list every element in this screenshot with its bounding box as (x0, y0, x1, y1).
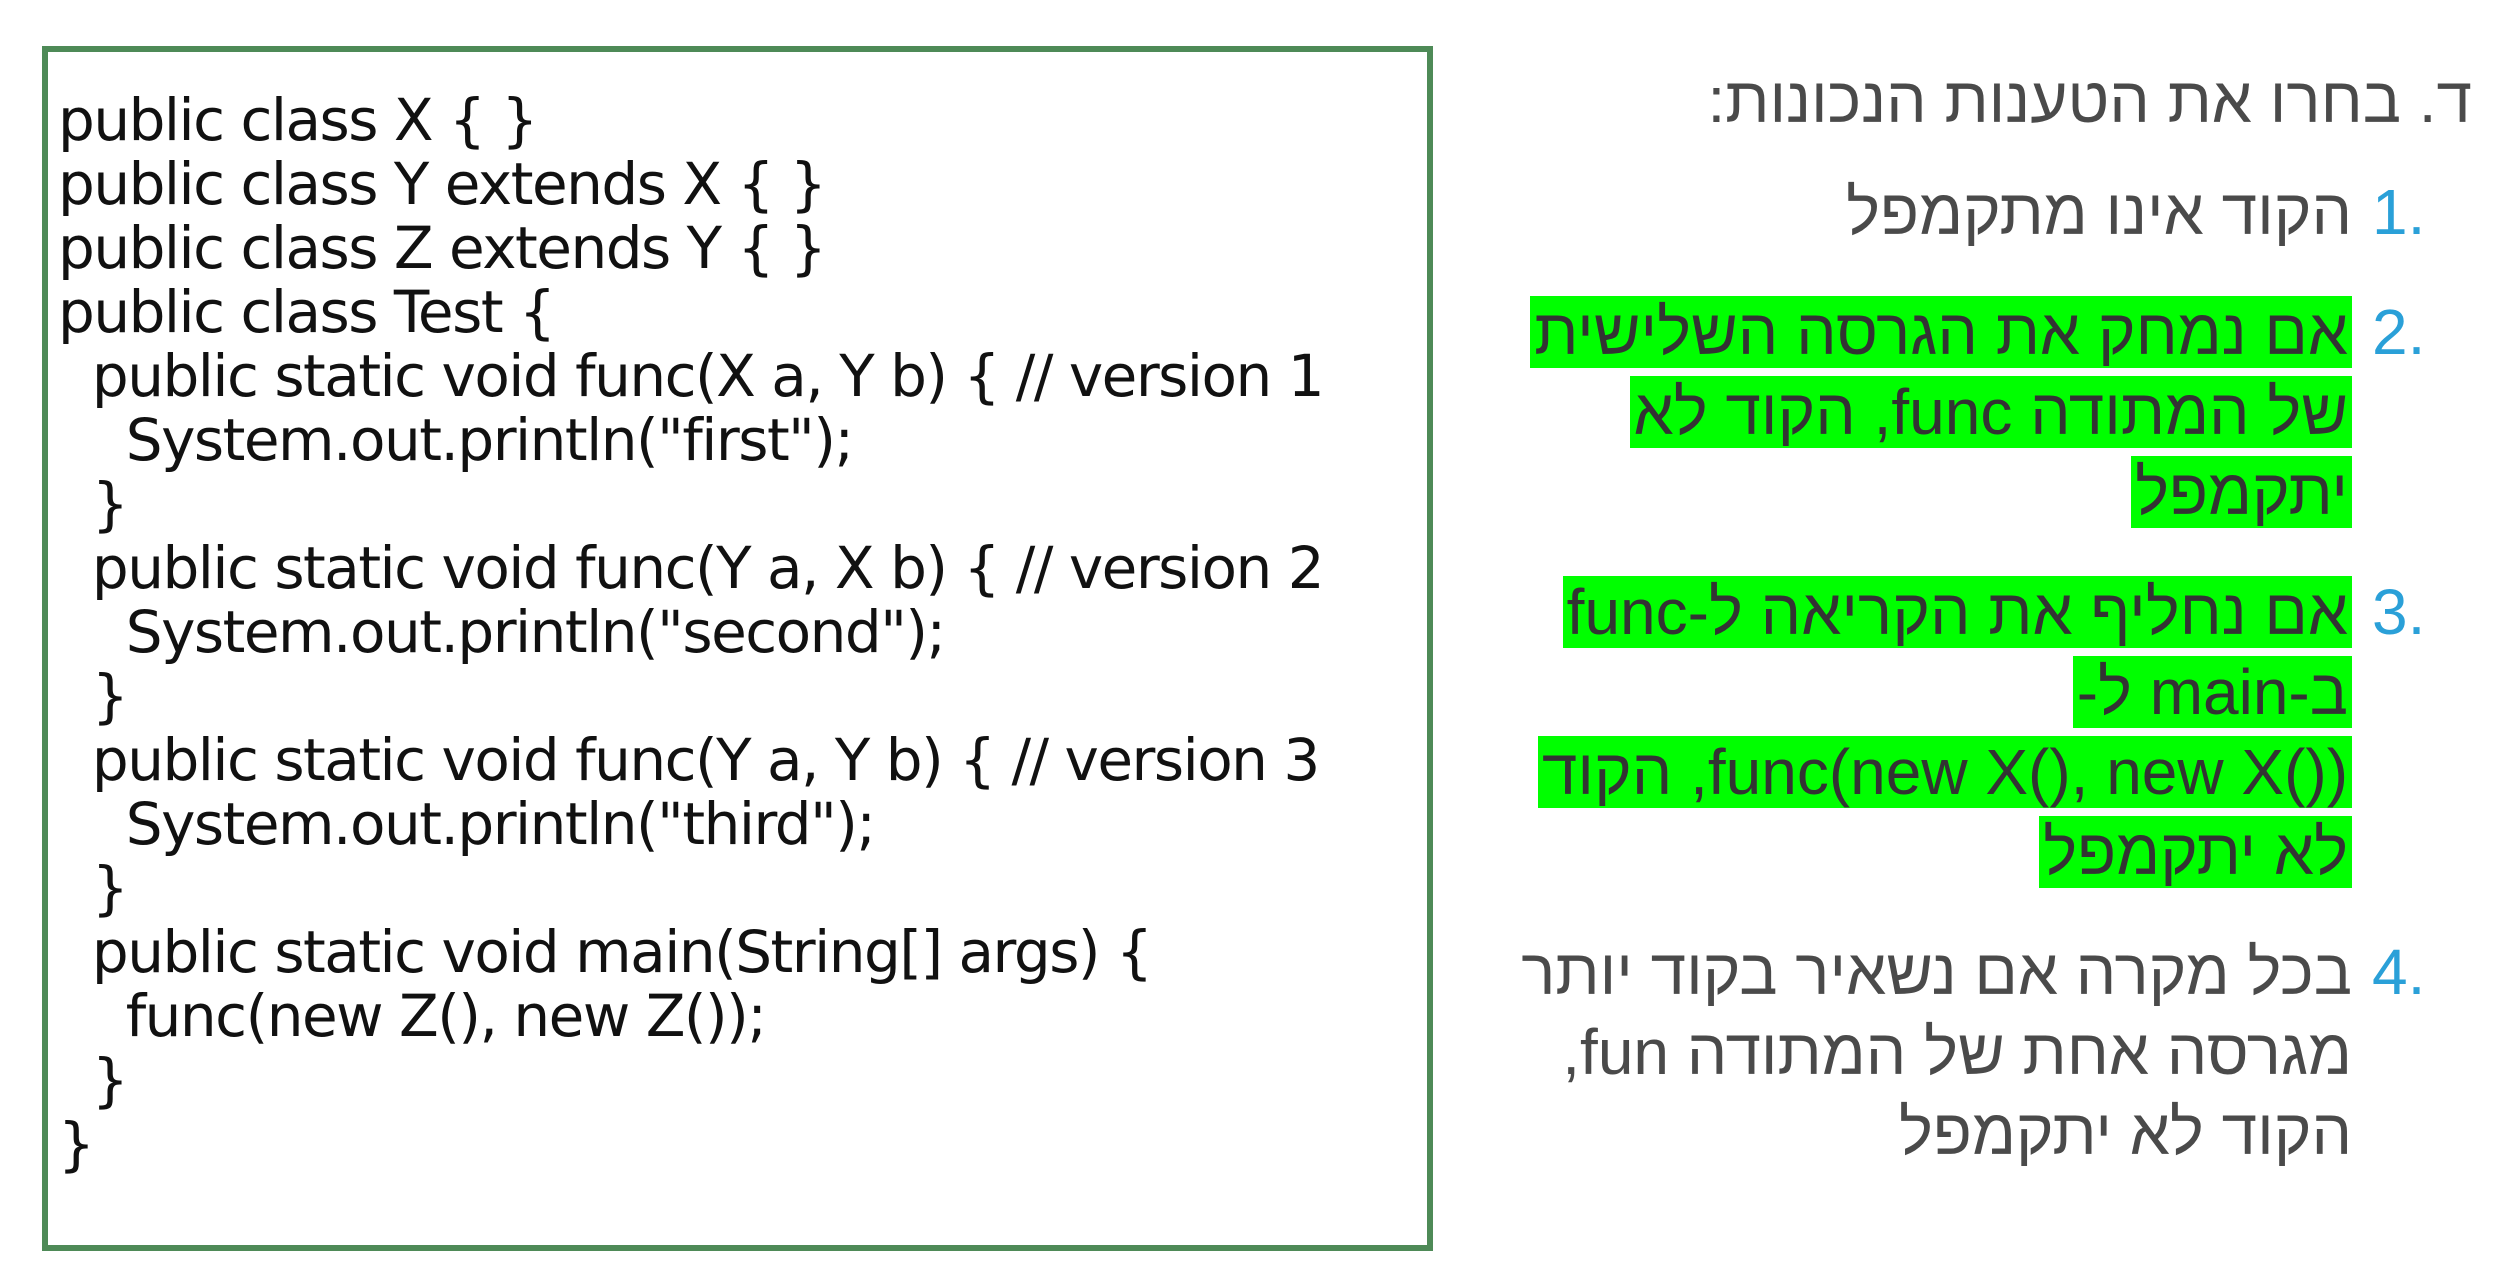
option-number: 2. (2372, 296, 2426, 368)
option-line-highlighted: ב-main ל- (2072, 656, 2352, 728)
option-number: 1. (2372, 176, 2426, 248)
option-line: מגרסה אחת של המתודה fun, (1562, 1016, 2352, 1088)
code-line: System.out.println("second"); (58, 598, 946, 666)
option-line-highlighted: לא יתקמפל (2039, 816, 2352, 888)
code-line: } (58, 1046, 129, 1114)
code-line: func(new Z(), new Z()); (58, 982, 767, 1050)
code-line: } (58, 854, 129, 922)
option-line: בכל מקרה אם נשאיר בקוד יותר (1521, 936, 2352, 1008)
code-line: public class Z extends Y { } (58, 214, 827, 282)
option-text: בכל מקרה אם נשאיר בקוד יותר מגרסה אחת של… (1521, 932, 2352, 1172)
code-line: public class Test { (58, 278, 556, 346)
option-text: אם נחליף את הקריאה ל-func ב-main ל- func… (1537, 572, 2352, 892)
code-line: public class Y extends X { } (58, 150, 827, 218)
code-line: System.out.println("third"); (58, 790, 876, 858)
option-number: 4. (2372, 936, 2426, 1008)
code-line: System.out.println("first"); (58, 406, 854, 474)
option-line-highlighted: אם נחליף את הקריאה ל-func (1562, 576, 2352, 648)
code-line: public static void func(X a, Y b) { // v… (58, 342, 1325, 410)
option-line-highlighted: יתקמפל (2131, 456, 2352, 528)
option-line: הקוד אינו מתקמפל (1846, 176, 2352, 248)
option-line-highlighted: func(new X(), new X()), הקוד (1537, 736, 2352, 808)
code-line: public static void main(String[] args) { (58, 918, 1153, 986)
code-listing: public class X { } public class Y extend… (58, 86, 1325, 1178)
option-line: הקוד לא יתקמפל (1899, 1096, 2352, 1168)
code-line: } (58, 1110, 95, 1178)
option-text: הקוד אינו מתקמפל (1846, 172, 2352, 252)
code-line: public class X { } (58, 86, 538, 154)
code-panel: public class X { } public class Y extend… (42, 46, 1433, 1251)
code-line: } (58, 470, 129, 538)
question-title: ד. בחרו את הטענות הנכונות: (1707, 64, 2472, 136)
option-line-highlighted: אם נמחק את הגרסה השלישית (1530, 296, 2352, 368)
option-line-highlighted: של המתודה func, הקוד לא (1629, 376, 2352, 448)
code-line: } (58, 662, 129, 730)
code-line: public static void func(Y a, Y b) { // v… (58, 726, 1320, 794)
option-text: אם נמחק את הגרסה השלישית של המתודה func,… (1530, 292, 2352, 532)
code-line: public static void func(Y a, X b) { // v… (58, 534, 1325, 602)
option-number: 3. (2372, 576, 2426, 648)
